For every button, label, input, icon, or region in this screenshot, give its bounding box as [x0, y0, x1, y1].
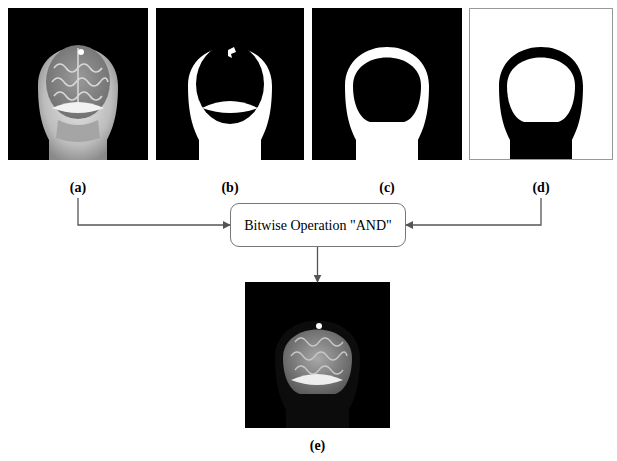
panel-label: (b) — [156, 180, 304, 196]
image-panel: (c) — [312, 8, 462, 198]
operation-box: Bitwise Operation "AND" — [230, 203, 406, 247]
image-panel: (a) — [8, 8, 148, 198]
mri-mask-inverted — [470, 9, 613, 160]
mri-original — [8, 8, 148, 160]
mri-mask-ring — [312, 8, 462, 160]
panel-label: (d) — [469, 180, 613, 196]
image-panel: (d) — [469, 8, 613, 198]
flow-arrow — [317, 247, 318, 282]
mri-threshold — [156, 8, 304, 160]
operation-label: Bitwise Operation "AND" — [238, 217, 398, 234]
mri-result — [245, 282, 390, 428]
image-panel: (b) — [156, 8, 304, 198]
flow-arrow — [406, 198, 541, 225]
panel-label: (a) — [8, 180, 148, 196]
image-panel: (e) — [245, 282, 390, 456]
flow-arrow — [78, 198, 230, 225]
panel-label: (e) — [245, 438, 390, 454]
panel-label: (c) — [312, 180, 462, 196]
